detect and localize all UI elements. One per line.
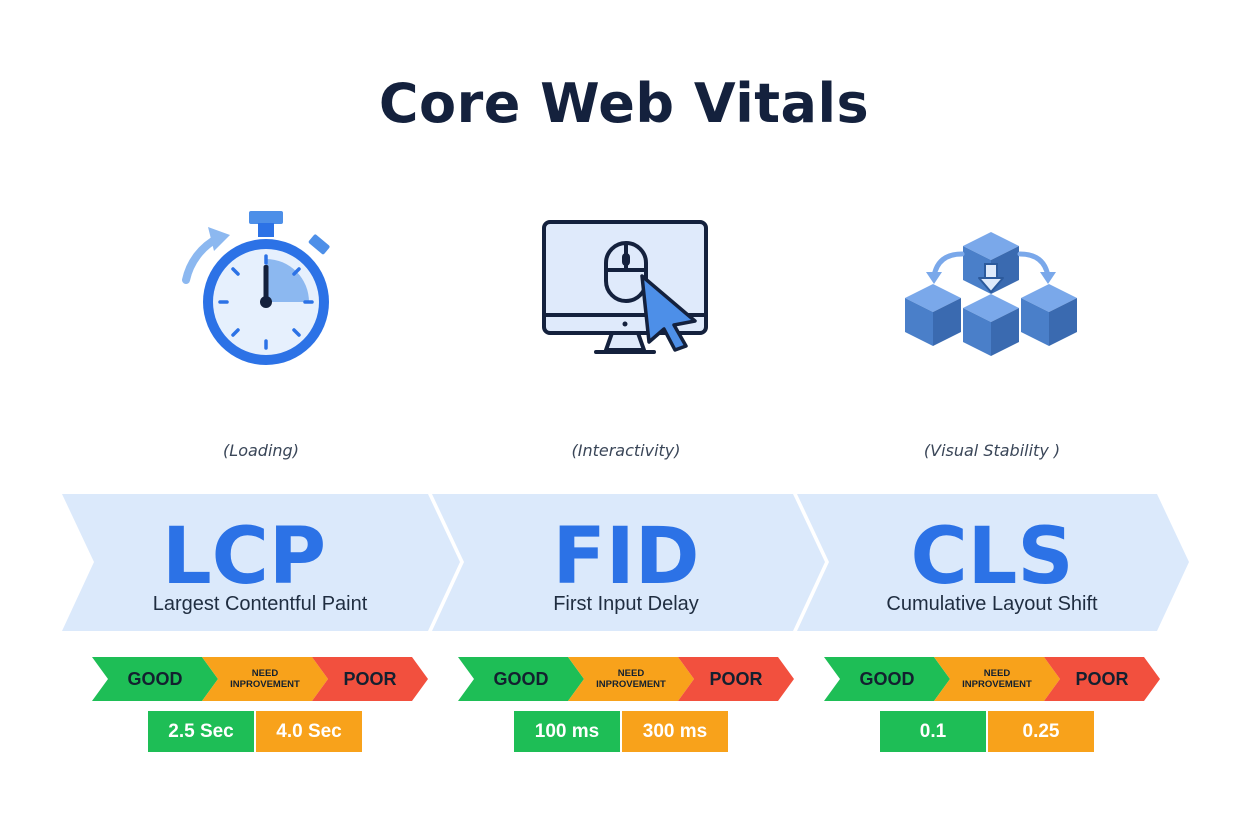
rating-poor-label: POOR bbox=[709, 669, 763, 689]
shifting-cubes-icon bbox=[905, 232, 1077, 356]
rating-scale-arrows bbox=[824, 657, 1160, 701]
good-threshold-box: 100 ms bbox=[514, 711, 620, 752]
metric-full-name: Largest Contentful Paint bbox=[152, 593, 368, 615]
rating-needs-line-1: NEED bbox=[983, 668, 1011, 679]
stopwatch-icon bbox=[182, 211, 330, 365]
poor-threshold-box: 4.0 Sec bbox=[256, 711, 362, 752]
rating-good-label: GOOD bbox=[859, 669, 915, 689]
category-label: (Interactivity) bbox=[571, 441, 681, 460]
page-title: Core Web Vitals bbox=[378, 72, 870, 135]
rating-needs-improvement-label: NEED INPROVEMENT bbox=[576, 657, 686, 701]
good-threshold-box: 2.5 Sec bbox=[148, 711, 254, 752]
metric-abbreviation: CLS bbox=[910, 512, 1074, 602]
rating-good-label: GOOD bbox=[493, 669, 549, 689]
rating-poor-label: POOR bbox=[343, 669, 397, 689]
category-label: (Loading) bbox=[223, 441, 299, 460]
rating-needs-line-2: INPROVEMENT bbox=[230, 679, 300, 690]
rating-needs-line-1: NEED bbox=[617, 668, 645, 679]
metric-abbreviation: FID bbox=[552, 512, 700, 602]
rating-needs-improvement-label: NEED INPROVEMENT bbox=[942, 657, 1052, 701]
rating-needs-improvement-label: NEED INPROVEMENT bbox=[210, 657, 320, 701]
poor-threshold-box: 0.25 bbox=[988, 711, 1094, 752]
rating-poor-label: POOR bbox=[1075, 669, 1129, 689]
rating-good-label: GOOD bbox=[127, 669, 183, 689]
rating-scale-arrows bbox=[458, 657, 794, 701]
metric-abbreviation: LCP bbox=[161, 512, 327, 602]
rating-scale: GOOD NEED INPROVEMENT POOR bbox=[824, 657, 1164, 701]
metric-full-name: Cumulative Layout Shift bbox=[886, 593, 1098, 615]
metric-full-name: First Input Delay bbox=[553, 593, 699, 615]
poor-threshold-box: 300 ms bbox=[622, 711, 728, 752]
rating-needs-line-2: INPROVEMENT bbox=[596, 679, 666, 690]
good-threshold-box: 0.1 bbox=[880, 711, 986, 752]
rating-scale: GOOD NEED INPROVEMENT POOR bbox=[458, 657, 798, 701]
rating-scale: GOOD NEED INPROVEMENT POOR bbox=[92, 657, 432, 701]
rating-scale-arrows bbox=[92, 657, 428, 701]
metrics-chevron-band bbox=[62, 494, 1189, 631]
category-label: (Visual Stability ) bbox=[923, 441, 1061, 460]
monitor-mouse-cursor-icon bbox=[542, 220, 708, 354]
rating-needs-line-2: INPROVEMENT bbox=[962, 679, 1032, 690]
rating-needs-line-1: NEED bbox=[251, 668, 279, 679]
